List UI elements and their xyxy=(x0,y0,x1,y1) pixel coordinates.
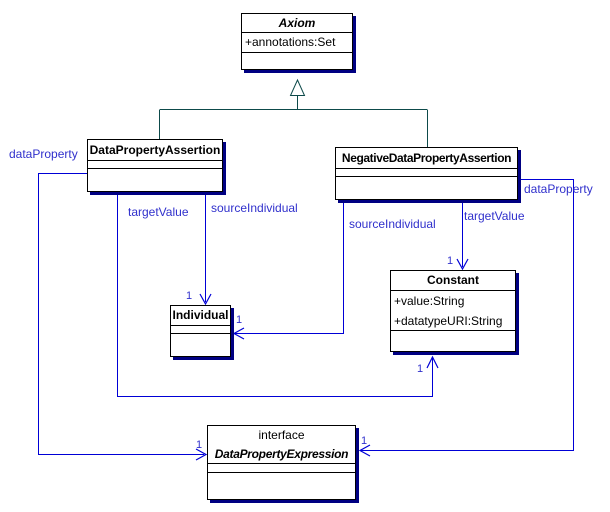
interface-datapropertyexpression-attributes-compartment xyxy=(208,464,355,473)
class-axiom-attribute: +annotations:Set xyxy=(242,33,352,53)
generalization-line xyxy=(159,96,428,147)
class-constant-attribute-value: +value:String xyxy=(394,294,465,308)
class-individual-attributes-compartment xyxy=(171,326,230,334)
assoc-sourceindividual-right-arrowhead-icon xyxy=(232,327,245,340)
class-constant[interactable]: Constant +value:String +datatypeURI:Stri… xyxy=(390,270,516,352)
assoc-targetvalue-left-arrowhead-icon xyxy=(426,355,439,369)
class-individual-name: Individual xyxy=(171,306,230,326)
class-constant-operations-compartment xyxy=(391,331,515,351)
assoc-dataproperty-right-arrowhead-icon xyxy=(358,444,371,457)
class-datapropertyassertion-attributes-compartment xyxy=(88,161,222,169)
assoc-sourceindividual-right-line xyxy=(235,201,344,334)
label-targetvalue-left: targetValue xyxy=(128,205,189,219)
interface-stereotype: interface xyxy=(258,428,305,442)
multiplicity-constant-bottom: 1 xyxy=(417,363,424,375)
label-dataproperty-right: dataProperty xyxy=(524,182,593,196)
class-axiom[interactable]: Axiom +annotations:Set xyxy=(241,13,353,70)
interface-datapropertyexpression[interactable]: interface DataPropertyExpression xyxy=(207,425,356,500)
class-negativedatapropertyassertion[interactable]: NegativeDataPropertyAssertion xyxy=(335,147,518,200)
interface-datapropertyexpression-operations-compartment xyxy=(208,473,355,499)
class-individual[interactable]: Individual xyxy=(170,305,231,357)
class-negativedatapropertyassertion-name: NegativeDataPropertyAssertion xyxy=(336,148,517,169)
label-dataproperty-left: dataProperty xyxy=(9,147,78,161)
assoc-sourceindividual-left-arrowhead-icon xyxy=(199,293,212,306)
assoc-dataproperty-right-line xyxy=(361,179,574,451)
assoc-targetvalue-left-line xyxy=(117,193,433,397)
label-targetvalue-right: targetValue xyxy=(464,209,525,223)
multiplicity-individual-top: 1 xyxy=(186,290,193,302)
multiplicity-constant-top: 1 xyxy=(447,255,454,267)
class-negativedatapropertyassertion-operations-compartment xyxy=(336,177,517,199)
class-axiom-name: Axiom xyxy=(242,14,352,33)
class-datapropertyassertion-name: DataPropertyAssertion xyxy=(88,140,222,161)
class-axiom-operations-compartment xyxy=(242,53,352,69)
class-constant-name: Constant xyxy=(391,271,515,291)
class-datapropertyassertion-operations-compartment xyxy=(88,169,222,191)
class-datapropertyassertion[interactable]: DataPropertyAssertion xyxy=(87,139,223,192)
interface-datapropertyexpression-name: DataPropertyExpression xyxy=(214,447,349,461)
assoc-dataproperty-left-line xyxy=(38,173,204,455)
class-constant-attributes-compartment: +value:String +datatypeURI:String xyxy=(391,291,515,331)
assoc-targetvalue-right-arrowhead-icon xyxy=(456,258,469,271)
multiplicity-individual-right: 1 xyxy=(236,314,243,326)
class-negativedatapropertyassertion-attributes-compartment xyxy=(336,169,517,177)
label-sourceindividual-right: sourceIndividual xyxy=(349,217,436,231)
class-constant-attribute-datatypeuri: +datatypeURI:String xyxy=(394,314,503,328)
class-individual-operations-compartment xyxy=(171,334,230,356)
assoc-dataproperty-left-arrowhead-icon xyxy=(195,448,208,461)
multiplicity-expression-left: 1 xyxy=(196,439,203,451)
interface-datapropertyexpression-header: interface DataPropertyExpression xyxy=(208,426,355,464)
label-sourceindividual-left: sourceIndividual xyxy=(211,201,298,215)
generalization-triangle-icon xyxy=(289,78,306,96)
multiplicity-expression-right: 1 xyxy=(361,435,368,447)
